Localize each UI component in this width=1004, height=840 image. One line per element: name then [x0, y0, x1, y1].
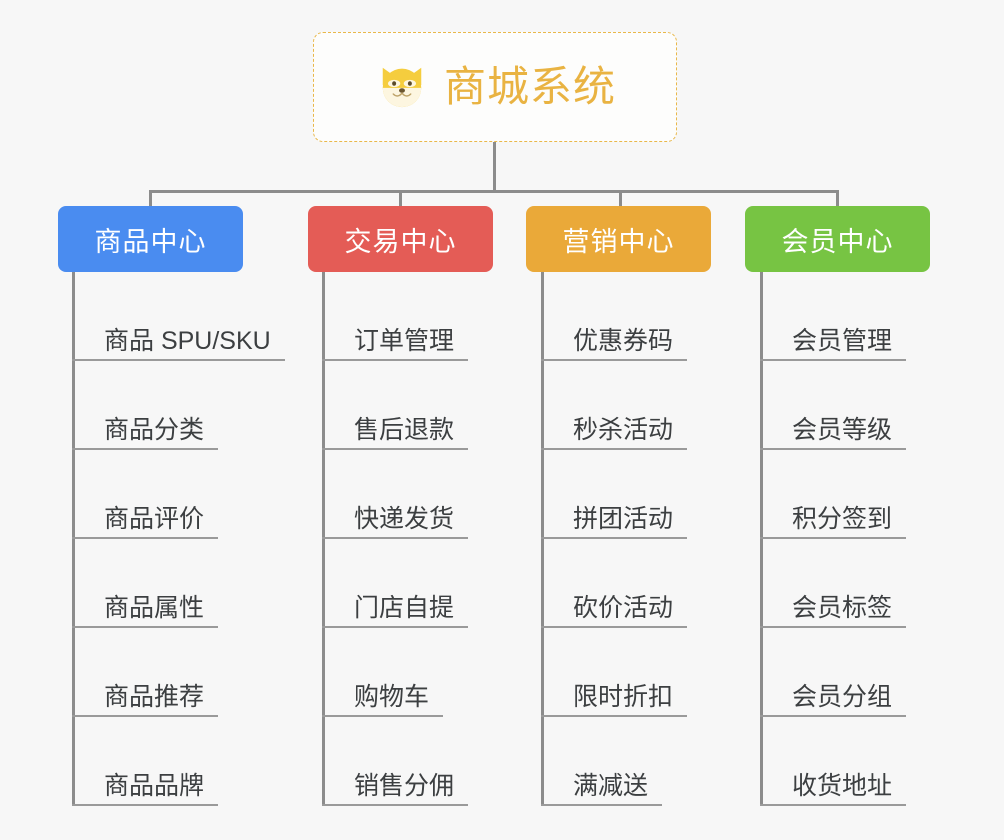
- branch-item-label: 购物车: [354, 682, 430, 711]
- branch-item[interactable]: 门店自提: [322, 539, 469, 628]
- category-box-3[interactable]: 营销中心: [526, 206, 711, 272]
- branch-item-label: 收货地址: [792, 771, 893, 800]
- branch-item-label: 积分签到: [792, 504, 893, 533]
- branch-spine: [541, 272, 544, 806]
- category-label: 商品中心: [94, 226, 207, 257]
- connector-drop-1: [149, 190, 152, 208]
- branch-item-label: 满减送: [573, 771, 649, 800]
- root-node[interactable]: 商城系统: [313, 32, 677, 142]
- branch-item[interactable]: 砍价活动: [541, 539, 688, 628]
- branch-item[interactable]: 拼团活动: [541, 450, 688, 539]
- branch-item[interactable]: 会员等级: [760, 361, 907, 450]
- category-label: 营销中心: [562, 226, 675, 257]
- branch-item-label: 商品属性: [104, 593, 205, 622]
- branch-item-label: 订单管理: [354, 326, 455, 355]
- branch-item[interactable]: 商品分类: [72, 361, 219, 450]
- branch-item-label: 销售分佣: [354, 771, 455, 800]
- branch-item-label: 商品评价: [104, 504, 205, 533]
- branch-spine: [760, 272, 763, 806]
- branch-item[interactable]: 订单管理: [322, 272, 469, 361]
- branch-item-label: 会员管理: [792, 326, 893, 355]
- category-label: 会员中心: [781, 226, 894, 257]
- root-title: 商城系统: [443, 63, 616, 110]
- branch-item[interactable]: 销售分佣: [322, 717, 469, 806]
- branch-item[interactable]: 会员标签: [760, 539, 907, 628]
- connector-drop-2: [399, 190, 402, 208]
- branch-item[interactable]: 收货地址: [760, 717, 907, 806]
- category-box-4[interactable]: 会员中心: [745, 206, 930, 272]
- branch-item[interactable]: 商品属性: [72, 539, 219, 628]
- branch-item[interactable]: 满减送: [541, 717, 663, 806]
- connector-bus: [149, 190, 839, 193]
- branch-item-label: 商品分类: [104, 415, 205, 444]
- branch-item-label: 门店自提: [354, 593, 455, 622]
- category-box-2[interactable]: 交易中心: [308, 206, 493, 272]
- connector-drop-4: [836, 190, 839, 208]
- branch-item-label: 快递发货: [354, 504, 455, 533]
- branch-item-label: 商品 SPU/SKU: [104, 326, 271, 355]
- branch-item[interactable]: 商品品牌: [72, 717, 219, 806]
- branch-item[interactable]: 会员管理: [760, 272, 907, 361]
- branch-item[interactable]: 商品 SPU/SKU: [72, 272, 285, 361]
- shiba-dog-icon: [374, 59, 430, 115]
- branch-item[interactable]: 秒杀活动: [541, 361, 688, 450]
- connector-root-stem: [493, 142, 496, 193]
- branch-item-label: 拼团活动: [573, 504, 674, 533]
- branch-item-label: 会员标签: [792, 593, 893, 622]
- branch-item[interactable]: 售后退款: [322, 361, 469, 450]
- branch-item[interactable]: 商品评价: [72, 450, 219, 539]
- branch-item-label: 限时折扣: [573, 682, 674, 711]
- branch-item[interactable]: 快递发货: [322, 450, 469, 539]
- branch-spine: [72, 272, 75, 806]
- branch-item[interactable]: 商品推荐: [72, 628, 219, 717]
- branch-item-label: 优惠券码: [573, 326, 674, 355]
- branch-item[interactable]: 会员分组: [760, 628, 907, 717]
- branch-item-label: 砍价活动: [573, 593, 674, 622]
- branch-item-label: 商品推荐: [104, 682, 205, 711]
- branch-item[interactable]: 积分签到: [760, 450, 907, 539]
- branch-item-label: 秒杀活动: [573, 415, 674, 444]
- branch-item-label: 售后退款: [354, 415, 455, 444]
- branch-spine: [322, 272, 325, 806]
- branch-item[interactable]: 优惠券码: [541, 272, 688, 361]
- branch-item-label: 会员等级: [792, 415, 893, 444]
- category-box-1[interactable]: 商品中心: [58, 206, 243, 272]
- branch-item[interactable]: 购物车: [322, 628, 444, 717]
- branch-item[interactable]: 限时折扣: [541, 628, 688, 717]
- category-label: 交易中心: [344, 226, 457, 257]
- connector-drop-3: [619, 190, 622, 208]
- branch-item-label: 商品品牌: [104, 771, 205, 800]
- branch-item-label: 会员分组: [792, 682, 893, 711]
